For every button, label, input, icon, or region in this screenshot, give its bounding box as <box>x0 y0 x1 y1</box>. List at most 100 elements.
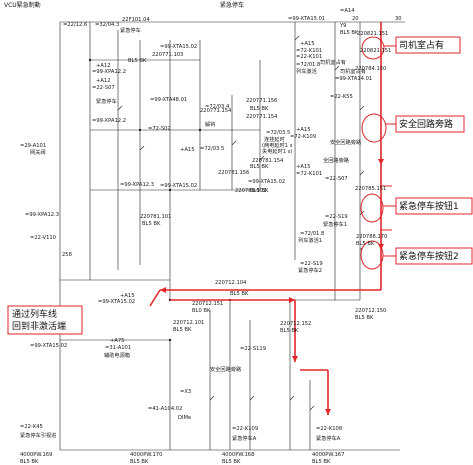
svg-text:网关阀: 网关阀 <box>30 148 46 156</box>
svg-text:=99-XTA15.01: =99-XTA15.01 <box>288 16 325 22</box>
svg-text:紧急停车: 紧急停车 <box>120 26 141 34</box>
svg-text:30: 30 <box>395 16 402 22</box>
svg-text:=72-S02: =72-S02 <box>148 126 171 132</box>
svg-text:Y9: Y9 <box>339 23 346 29</box>
svg-text:緊急停车1: 緊急停车1 <box>323 220 347 228</box>
svg-text:全回路旁路: 全回路旁路 <box>323 156 350 164</box>
svg-text:=32/04.3: =32/04.3 <box>95 22 119 28</box>
svg-text:220771.156: 220771.156 <box>246 98 277 104</box>
svg-text:=31-A101: =31-A101 <box>105 345 131 351</box>
svg-text:BL0 BK: BL0 BK <box>192 308 211 314</box>
svg-text:220771.154: 220771.154 <box>246 114 278 120</box>
svg-text:+A15: +A15 <box>296 127 311 133</box>
svg-text:=X3: =X3 <box>180 389 191 395</box>
svg-text:+A15: +A15 <box>300 41 315 47</box>
svg-text:司机室占有: 司机室占有 <box>340 67 366 75</box>
svg-text:+A15: +A15 <box>296 164 311 170</box>
svg-text:緊急停车: 緊急停车 <box>96 97 117 105</box>
callout-driver: 司机室占有 <box>399 39 444 51</box>
svg-text:BL5 BK: BL5 BK <box>312 459 331 465</box>
svg-text:=22-K108: =22-K108 <box>316 426 342 432</box>
svg-text:BL5 BK: BL5 BK <box>173 327 192 333</box>
labels: =22/12.6 =32/04.3 22F101.04 紧急停车 =A14 =9… <box>20 8 402 465</box>
black-wiring <box>59 21 405 451</box>
svg-text:=22-S19: =22-S19 <box>325 214 348 220</box>
svg-text:=99-XPA12.2: =99-XPA12.2 <box>92 69 126 75</box>
svg-text:BL5 BK: BL5 BK <box>250 164 269 170</box>
svg-text:=72-K109: =72-K109 <box>290 134 316 140</box>
svg-text:4000PW.167: 4000PW.167 <box>312 452 344 458</box>
highlight-driver <box>361 36 385 60</box>
red-connector-back <box>149 289 161 307</box>
svg-text:=99-XTA15.02: =99-XTA15.02 <box>98 299 135 305</box>
svg-text:+A75: +A75 <box>110 338 125 344</box>
svg-text:司机室占有: 司机室占有 <box>320 58 346 66</box>
red-current-path <box>149 22 396 415</box>
svg-text:(两电延时1 s: (两电延时1 s <box>262 141 293 149</box>
svg-text:4000PW.170: 4000PW.170 <box>130 452 162 458</box>
callout-back-line1: 通过列车线 <box>12 308 57 320</box>
svg-text:BL5 BK: BL5 BK <box>142 221 161 227</box>
svg-text:220821.151: 220821.151 <box>360 48 391 54</box>
svg-text:=22-S19: =22-S19 <box>300 261 323 267</box>
svg-text:DIMe: DIMe <box>178 415 191 421</box>
svg-text:22F101.04: 22F101.04 <box>122 17 150 23</box>
svg-text:失电延时1 s): 失电延时1 s) <box>262 147 292 155</box>
svg-text:=72/01.8: =72/01.8 <box>296 62 320 68</box>
svg-text:紧急停车A: 紧急停车A <box>232 434 257 442</box>
svg-text:BL5 BK: BL5 BK <box>222 459 241 465</box>
svg-text:+A12: +A12 <box>96 78 111 84</box>
svg-text:=99-XTA15.02: =99-XTA15.02 <box>160 183 197 189</box>
title-center: 紧急停车 <box>220 1 244 9</box>
svg-text:220785.151: 220785.151 <box>355 186 386 192</box>
svg-text:安全回路旁路: 安全回路旁路 <box>210 365 242 373</box>
svg-text:解钩: 解钩 <box>205 120 215 128</box>
svg-text:=22/12.6: =22/12.6 <box>63 22 87 28</box>
svg-text:258: 258 <box>62 252 72 258</box>
svg-text:BL5 BK: BL5 BK <box>130 459 149 465</box>
callout-btn2: 紧急停车按钮2 <box>399 250 459 262</box>
callout-btn2-box <box>395 247 473 265</box>
svg-text:=22-S07: =22-S07 <box>325 176 348 182</box>
svg-text:220712.150: 220712.150 <box>355 308 386 314</box>
svg-text:列车激活1: 列车激活1 <box>298 236 322 244</box>
svg-text:+A12: +A12 <box>96 63 111 69</box>
svg-text:220771.154: 220771.154 <box>200 108 232 114</box>
svg-text:BL5 BK: BL5 BK <box>230 291 249 297</box>
svg-text:=99-XPA12.3: =99-XPA12.3 <box>25 212 59 218</box>
highlight-btn1 <box>360 193 384 223</box>
svg-text:=22-V110: =22-V110 <box>30 235 56 241</box>
svg-text:=99-XPA12.3: =99-XPA12.3 <box>120 182 154 188</box>
svg-text:=99-XTA14.01: =99-XTA14.01 <box>335 76 372 82</box>
svg-text:=72-K101: =72-K101 <box>296 171 322 177</box>
svg-text:BL5 BK: BL5 BK <box>356 241 375 247</box>
svg-text:=22-K55: =22-K55 <box>330 94 353 100</box>
callout-btn1: 紧急停车按钮1 <box>399 200 459 212</box>
svg-text:=72/03.5: =72/03.5 <box>200 146 224 152</box>
svg-text:=22-K109: =22-K109 <box>232 426 258 432</box>
svg-text:=99-XTA15.02: =99-XTA15.02 <box>30 343 67 349</box>
svg-text:紧急停车A: 紧急停车A <box>316 434 341 442</box>
svg-text:+A15: +A15 <box>120 293 135 299</box>
svg-text:220781.101: 220781.101 <box>140 214 171 220</box>
svg-text:220781.154: 220781.154 <box>252 158 284 164</box>
callout-back-box <box>7 305 83 335</box>
svg-text:=72/03.5: =72/03.5 <box>266 130 290 136</box>
svg-text:=72/01.8: =72/01.8 <box>300 231 324 237</box>
callouts: 司机室占有 安全回路旁路 紧急停车按钮1 紧急停车按钮2 通过列车线 回到非激活… <box>7 36 473 335</box>
svg-text:220788.170: 220788.170 <box>356 234 387 240</box>
svg-text:=99-XTA15.02: =99-XTA15.02 <box>248 179 285 185</box>
svg-text:4000PW.168: 4000PW.168 <box>222 452 254 458</box>
svg-text:=72-K101: =72-K101 <box>296 48 322 54</box>
svg-text:220712.104: 220712.104 <box>215 280 247 286</box>
svg-text:=22-K101: =22-K101 <box>296 54 322 60</box>
svg-text:=99-XPA12.2: =99-XPA12.2 <box>92 118 126 124</box>
svg-text:紧急停车2: 紧急停车2 <box>298 266 322 274</box>
callout-safety-box <box>395 115 465 133</box>
callout-driver-box <box>395 36 461 54</box>
callout-btn1-box <box>395 197 473 215</box>
svg-text:=22-S07: =22-S07 <box>92 85 115 91</box>
svg-text:220784.150: 220784.150 <box>355 66 386 72</box>
